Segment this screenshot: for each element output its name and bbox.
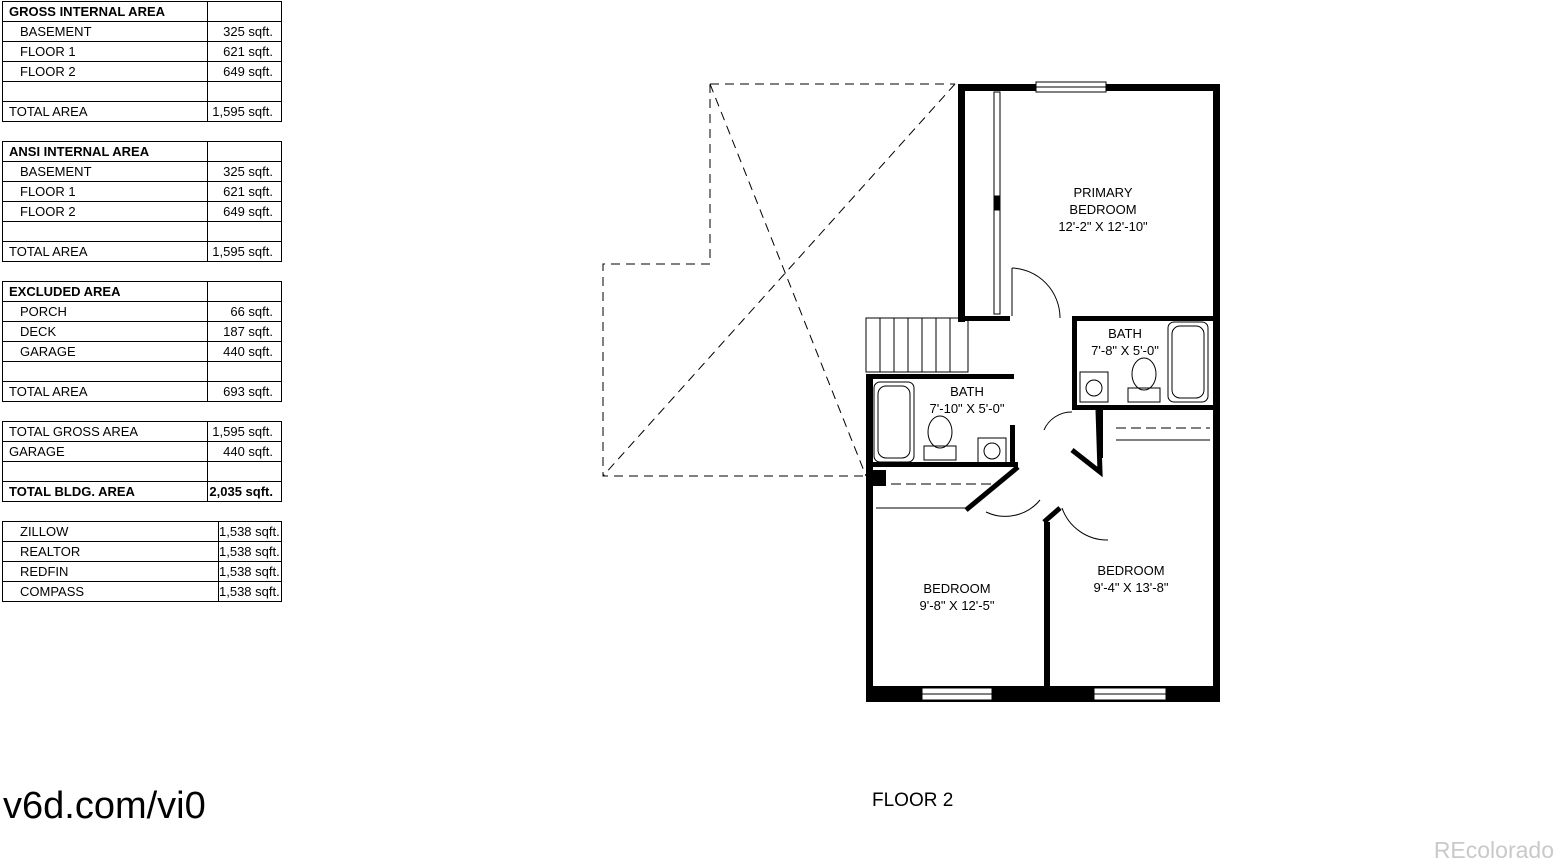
row-value: 1,538 sqft. bbox=[218, 541, 282, 562]
bath-fixtures bbox=[873, 321, 1209, 465]
door-swings bbox=[985, 267, 1109, 541]
bedroom-left-dims: 9'-8" X 12'-5" bbox=[920, 598, 995, 613]
primary-bedroom-label: BEDROOM bbox=[1069, 202, 1136, 217]
row-value: 1,538 sqft. bbox=[218, 581, 282, 602]
row-label: PORCH bbox=[2, 301, 208, 322]
windows bbox=[921, 81, 1167, 701]
row-value: 693 sqft. bbox=[207, 381, 282, 402]
row-value: 621 sqft. bbox=[207, 181, 282, 202]
bedroom-left-label: BEDROOM bbox=[923, 581, 990, 596]
row-value: 440 sqft. bbox=[207, 441, 282, 462]
bath-right-dims: 7'-8" X 5'-0" bbox=[1091, 343, 1159, 358]
row-label: TOTAL BLDG. AREA bbox=[2, 481, 208, 502]
row-value: 621 sqft. bbox=[207, 41, 282, 62]
primary-bedroom-label: PRIMARY bbox=[1074, 185, 1133, 200]
row-value: 2,035 sqft. bbox=[207, 481, 282, 502]
row-value: 1,538 sqft. bbox=[218, 561, 282, 582]
primary-bedroom-dims: 12'-2" X 12'-10" bbox=[1058, 219, 1148, 234]
row-value: 1,595 sqft. bbox=[207, 241, 282, 262]
bedroom-right-dims: 9'-4" X 13'-8" bbox=[1094, 580, 1169, 595]
row-value: 649 sqft. bbox=[207, 61, 282, 82]
floor-title: FLOOR 2 bbox=[872, 790, 954, 811]
row-value: 1,595 sqft. bbox=[207, 101, 282, 122]
stairs bbox=[865, 317, 969, 373]
bath-right-label: BATH bbox=[1108, 326, 1142, 341]
bath-left-dims: 7'-10" X 5'-0" bbox=[930, 401, 1005, 416]
room-labels: PRIMARY BEDROOM 12'-2" X 12'-10" BATH 7'… bbox=[920, 185, 1169, 613]
open-to-below-area bbox=[602, 83, 956, 477]
row-label: COMPASS bbox=[2, 581, 219, 602]
tour-link: v6d.com/vi0 bbox=[3, 785, 206, 827]
table-title: ANSI INTERNAL AREA bbox=[2, 141, 208, 162]
bath-left-label: BATH bbox=[950, 384, 984, 399]
watermark: REcolorado bbox=[1433, 837, 1554, 863]
angled-walls bbox=[964, 409, 1103, 524]
row-label: TOTAL AREA bbox=[2, 381, 208, 402]
row-label: TOTAL AREA bbox=[2, 241, 208, 262]
row-value: 187 sqft. bbox=[207, 321, 282, 342]
row-label: TOTAL AREA bbox=[2, 101, 208, 122]
closets bbox=[876, 91, 1210, 509]
bedroom-right-label: BEDROOM bbox=[1097, 563, 1164, 578]
